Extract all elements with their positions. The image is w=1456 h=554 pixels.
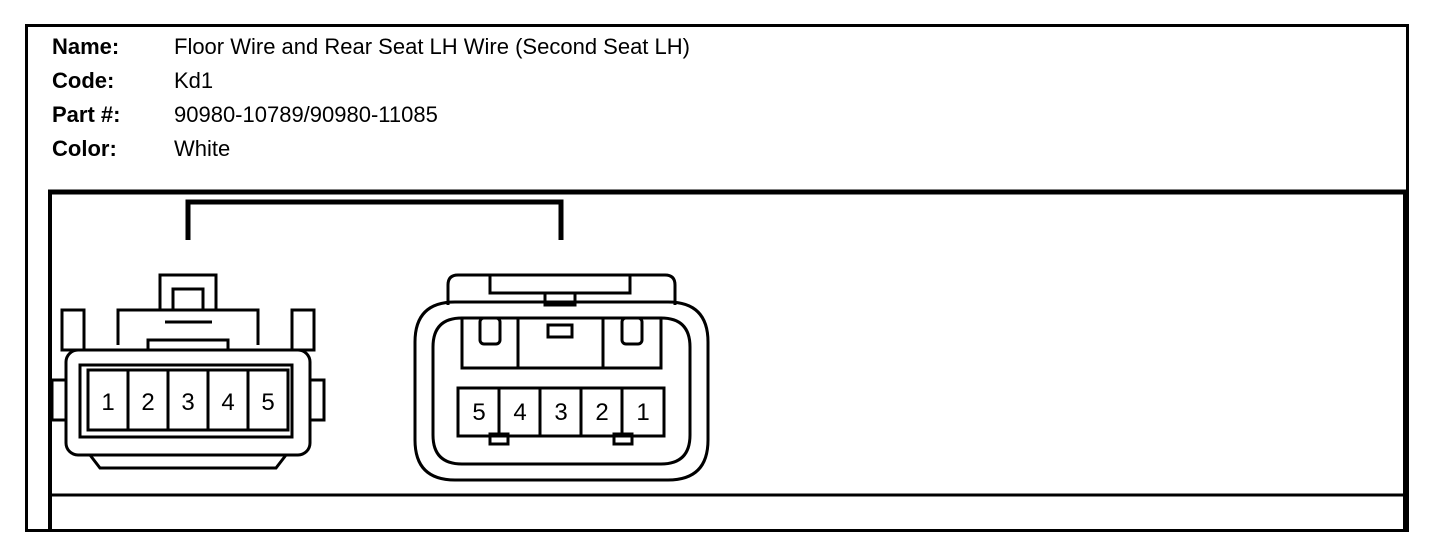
- code-label: Code:: [52, 68, 115, 93]
- name-value: Floor Wire and Rear Seat LH Wire (Second…: [174, 34, 690, 59]
- right-pin-3: 3: [554, 399, 567, 426]
- right-pin-4: 4: [513, 399, 526, 426]
- left-connector: [50, 273, 326, 470]
- left-pin-3: 3: [181, 389, 194, 416]
- right-pin-2: 2: [595, 399, 608, 426]
- color-value: White: [174, 136, 231, 161]
- left-pin-5: 5: [261, 389, 274, 416]
- diagram-frame: [48, 189, 1409, 532]
- part-value: 90980-10789/90980-11085: [174, 102, 438, 127]
- right-pin-1: 1: [636, 399, 649, 426]
- code-value: Kd1: [174, 68, 214, 93]
- right-pin-5: 5: [472, 399, 485, 426]
- bracket-line: [185, 199, 564, 240]
- left-pin-4: 4: [221, 389, 234, 416]
- part-label: Part #:: [52, 102, 121, 127]
- color-label: Color:: [52, 136, 117, 161]
- left-pin-1: 1: [101, 389, 114, 416]
- connector-card: [25, 24, 1409, 532]
- left-pin-2: 2: [141, 389, 154, 416]
- name-label: Name:: [52, 34, 120, 59]
- right-connector: [413, 273, 710, 482]
